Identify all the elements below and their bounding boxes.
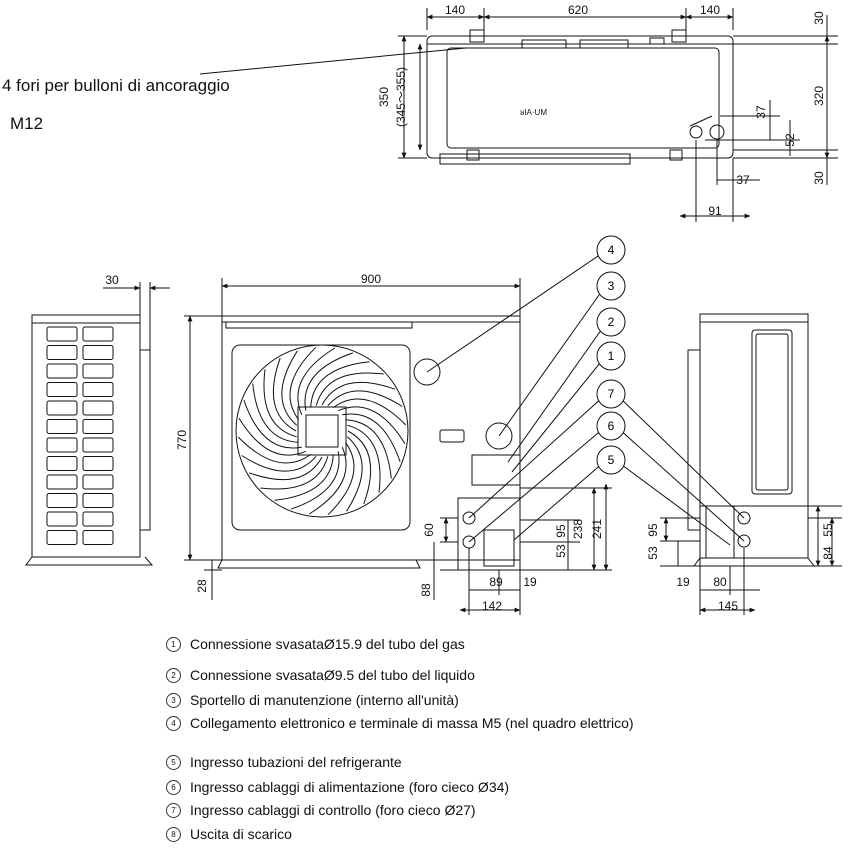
- top-view-dim-4: 320: [812, 86, 826, 106]
- right-view-dim-0: 53: [646, 546, 660, 560]
- top-view: [199, 8, 838, 222]
- front-view-dim-4: 88: [419, 583, 433, 597]
- callout-number-5: 5: [608, 453, 615, 467]
- front-view-dim-8: 53: [554, 544, 568, 558]
- callout-number-4: 4: [608, 243, 615, 257]
- front-view-dim-1: 770: [175, 430, 189, 450]
- right-view-dim-3: 80: [713, 575, 727, 589]
- front-view-dim-2: 28: [195, 579, 209, 593]
- callout-circle-6: [596, 411, 626, 441]
- legend-number: 2: [166, 667, 181, 683]
- front-view-dim-11: 241: [590, 519, 604, 539]
- legend-text: Collegamento elettronico e terminale di …: [190, 715, 634, 731]
- legend-text: Uscita di scarico: [190, 826, 292, 842]
- front-view-dim-3: 60: [422, 523, 436, 537]
- callout-leaders: [426, 251, 745, 546]
- legend-item: 5 Ingresso tubazioni del refrigerante: [166, 751, 402, 773]
- callout-number-3: 3: [608, 279, 615, 293]
- legend-number: 7: [166, 802, 181, 818]
- top-view-dim-7: (345～355): [394, 67, 408, 127]
- right-view-dim-4: 145: [718, 599, 738, 613]
- front-view-dim-5: 89: [489, 575, 503, 589]
- legend-text: Connessione svasataØ9.5 del tubo del liq…: [190, 667, 475, 683]
- callout-number-6: 6: [608, 419, 615, 433]
- callout-number-2: 2: [608, 315, 615, 329]
- legend-text: Ingresso cablaggi di controllo (foro cie…: [190, 802, 476, 818]
- legend-number: 5: [166, 754, 181, 770]
- front-view-dim-10: 238: [571, 519, 585, 539]
- callout-number-7: 7: [608, 387, 615, 401]
- legend-item: 3 Sportello di manutenzione (interno all'…: [166, 689, 459, 711]
- front-view: [184, 278, 612, 615]
- top-view-dim-5: 30: [812, 171, 826, 185]
- top-view-dim-9: 52: [783, 133, 797, 147]
- top-view-dim-1: 620: [568, 3, 588, 17]
- right-view-dim-1: 95: [646, 523, 660, 537]
- top-view-dim-2: 140: [700, 3, 720, 17]
- left-side-outline: [31, 314, 141, 558]
- right-view-dim-2: 19: [676, 575, 690, 589]
- callout-circle-7: [596, 379, 626, 409]
- top-view-dim-3: 30: [812, 11, 826, 25]
- legend-item: 1 Connessione svasataØ15.9 del tubo del g…: [166, 633, 465, 655]
- legend-item: 7 Ingresso cablaggi di controllo (foro ci…: [166, 799, 476, 821]
- top-view-outline: [426, 35, 734, 159]
- anchor-bolts-note-line1: 4 fori per bulloni di ancoraggio: [2, 76, 230, 95]
- legend-number: 6: [166, 779, 181, 795]
- legend-text: Connessione svasataØ15.9 del tubo del ga…: [190, 636, 465, 652]
- callout-circle-2: [596, 307, 626, 337]
- right-view-dim-6: 84: [821, 546, 835, 560]
- legend-text: Ingresso cablaggi di alimentazione (foro…: [190, 779, 510, 795]
- legend-number: 1: [166, 636, 181, 652]
- legend-item: 4 Collegamento elettronico e terminale di…: [166, 712, 634, 734]
- top-view-dim-11: 91: [708, 204, 722, 218]
- legend-number: 3: [166, 692, 181, 708]
- callout-circle-1: [596, 341, 626, 371]
- front-view-dim-6: 19: [523, 575, 537, 589]
- left-view-dim-0: 30: [105, 273, 119, 287]
- legend-item: 6 Ingresso cablaggi di alimentazione (for…: [166, 776, 509, 798]
- callout-circle-5: [596, 445, 626, 475]
- legend-number: 4: [166, 715, 181, 731]
- top-view-dim-0: 140: [445, 3, 465, 17]
- legend-text: Sportello di manutenzione (interno all'u…: [190, 692, 459, 708]
- front-view-dim-9: 95: [554, 524, 568, 538]
- legend-item: 2 Connessione svasataØ9.5 del tubo del l…: [166, 664, 475, 686]
- right-view-dim-5: 55: [821, 523, 835, 537]
- legend-item: 8 Uscita di scarico: [166, 823, 292, 845]
- top-view-dim-8: 37: [754, 105, 768, 119]
- top-view-unit-label: ᴚIA·UM: [520, 108, 547, 117]
- top-view-dim-10: 37: [736, 173, 750, 187]
- legend-text: Ingresso tubazioni del refrigerante: [190, 754, 402, 770]
- front-view-dim-0: 900: [361, 272, 381, 286]
- front-unit-outline: [221, 315, 521, 561]
- callout-number-1: 1: [608, 349, 615, 363]
- top-view-dim-6: 350: [377, 87, 391, 107]
- callout-group: 4 3 2 1 7 6 5: [596, 235, 626, 475]
- callout-circle-4: [596, 235, 626, 265]
- left-side-view: [25, 282, 170, 566]
- front-view-dim-7: 142: [482, 599, 502, 613]
- anchor-bolts-note-line2: M12: [10, 114, 44, 133]
- legend-number: 8: [166, 826, 181, 842]
- right-side-view: [660, 313, 842, 615]
- callout-circle-3: [596, 271, 626, 301]
